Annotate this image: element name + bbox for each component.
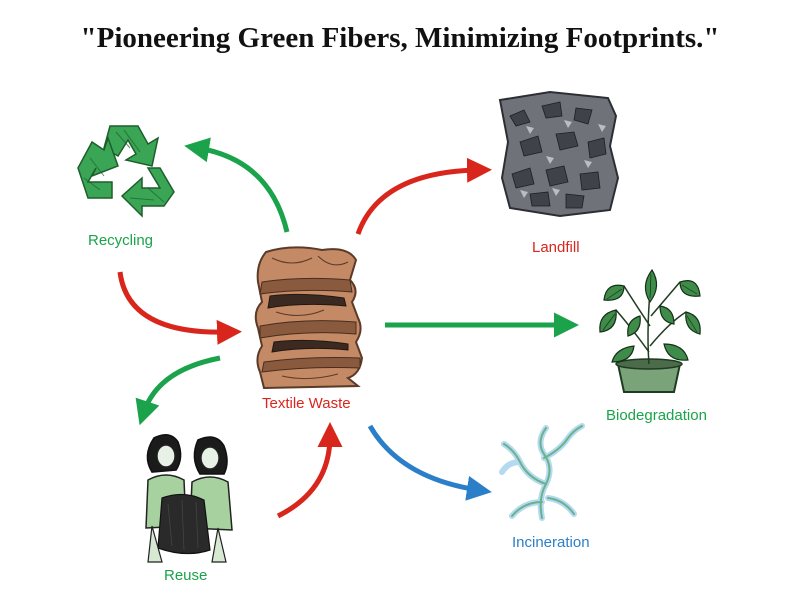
textile-waste-label: Textile Waste [262, 395, 351, 412]
arrow-waste-to-recycling [184, 137, 290, 233]
recycling-label: Recycling [88, 232, 154, 249]
arrow-recycling-to-waste [117, 271, 242, 345]
recycle-icon [77, 125, 175, 218]
arrow-waste-to-incineration [367, 424, 492, 501]
arrow-reuse-to-waste [276, 422, 343, 519]
arrow-waste-to-landfill [355, 157, 492, 235]
reuse-label: Reuse [164, 567, 208, 584]
biodegradation-label: Biodegradation [606, 407, 707, 424]
people-sharing-clothes-icon [145, 434, 233, 563]
plant-icon [599, 268, 701, 393]
incineration-label: Incineration [512, 534, 590, 551]
page-title: "Pioneering Green Fibers, Minimizing Foo… [80, 22, 720, 54]
landfill-icon [498, 90, 620, 218]
landfill-label: Landfill [532, 239, 580, 256]
clothes-pile-icon [254, 246, 364, 390]
arrow-waste-to-reuse [135, 355, 221, 426]
smoke-icon [499, 423, 585, 521]
